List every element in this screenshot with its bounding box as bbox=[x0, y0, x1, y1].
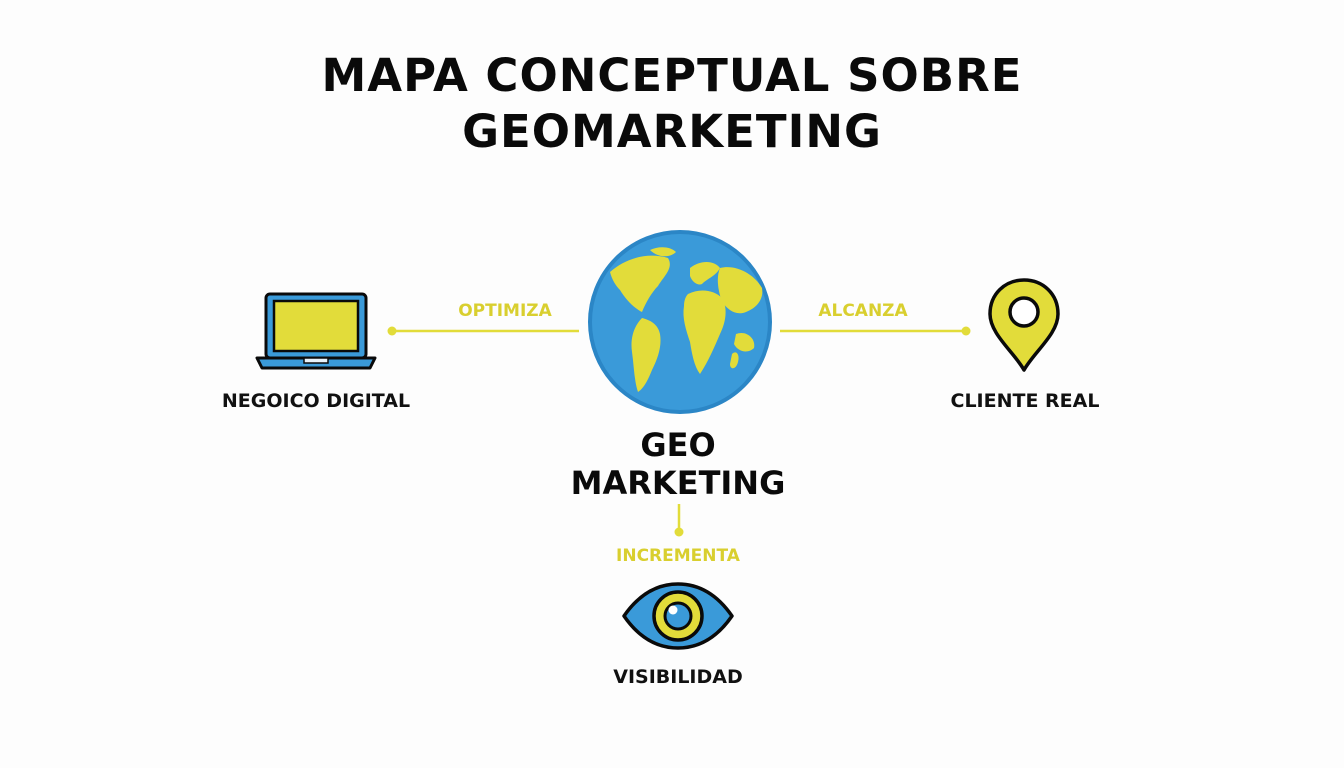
map-pin-icon bbox=[988, 278, 1060, 372]
center-label-line-2: MARKETING bbox=[570, 464, 786, 502]
globe-icon bbox=[588, 230, 772, 414]
edge-label-incrementa: INCREMENTA bbox=[616, 546, 740, 566]
laptop-icon bbox=[255, 292, 377, 370]
eye-icon bbox=[622, 582, 734, 650]
node-label-negocio-digital: NEGOICO DIGITAL bbox=[221, 390, 411, 412]
edge-label-alcanza: ALCANZA bbox=[818, 301, 908, 321]
connector-right bbox=[780, 326, 971, 336]
node-label-visibilidad: VISIBILIDAD bbox=[613, 666, 743, 688]
node-label-cliente-real: CLIENTE REAL bbox=[950, 390, 1100, 412]
edge-label-optimiza: OPTIMIZA bbox=[458, 301, 552, 321]
title-line-1: MAPA CONCEPTUAL SOBRE bbox=[321, 49, 1023, 102]
connector-left bbox=[387, 326, 579, 336]
title-line-2: GEOMARKETING bbox=[462, 105, 882, 158]
center-label-line-1: GEO bbox=[640, 426, 716, 464]
page-title: MAPA CONCEPTUAL SOBRE GEOMARKETING bbox=[0, 48, 1344, 160]
center-label: GEO MARKETING bbox=[478, 426, 878, 502]
connector-bottom bbox=[674, 504, 684, 537]
